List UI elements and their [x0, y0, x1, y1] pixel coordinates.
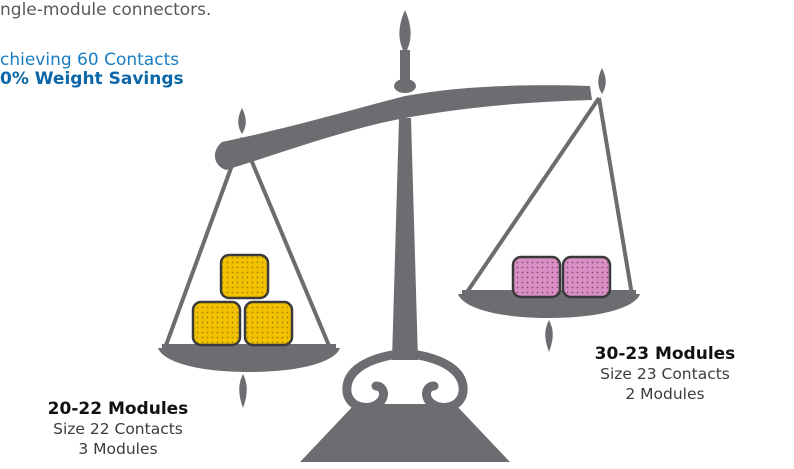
right-pan — [458, 294, 640, 318]
right-pan-count: 2 Modules — [625, 385, 705, 403]
module-yellow — [191, 300, 242, 347]
right-pan-size: Size 23 Contacts — [600, 365, 730, 383]
headline: chieving 60 Contacts 0% Weight Savings — [0, 51, 184, 89]
left-pan-modules — [191, 253, 294, 347]
headline-line-2: 0% Weight Savings — [0, 69, 184, 89]
right-pan-strings — [463, 96, 634, 297]
left-pan-title: 20-22 Modules — [47, 399, 189, 419]
left-pan — [158, 348, 340, 372]
base-scroll — [342, 350, 468, 412]
module-yellow — [243, 300, 294, 347]
scale-body — [158, 10, 640, 462]
scale-base — [300, 404, 510, 462]
headline-line-1: chieving 60 Contacts — [0, 50, 180, 70]
right-pan-modules — [511, 255, 612, 299]
left-pan-size: Size 22 Contacts — [53, 420, 183, 438]
module-pink — [561, 255, 612, 299]
right-pan-caption: 30-23 Modules Size 23 Contacts 2 Modules — [567, 344, 763, 404]
module-yellow — [219, 253, 270, 300]
top-finial — [399, 10, 411, 54]
right-pan-title: 30-23 Modules — [594, 344, 736, 364]
intro-text: ngle-module connectors. — [0, 0, 212, 20]
module-pink — [511, 255, 562, 299]
scale-beam — [214, 85, 593, 170]
left-pan-count: 3 Modules — [78, 440, 158, 458]
center-column — [392, 118, 418, 360]
left-pan-caption: 20-22 Modules Size 22 Contacts 3 Modules — [20, 399, 216, 459]
left-pan-strings — [163, 137, 332, 349]
